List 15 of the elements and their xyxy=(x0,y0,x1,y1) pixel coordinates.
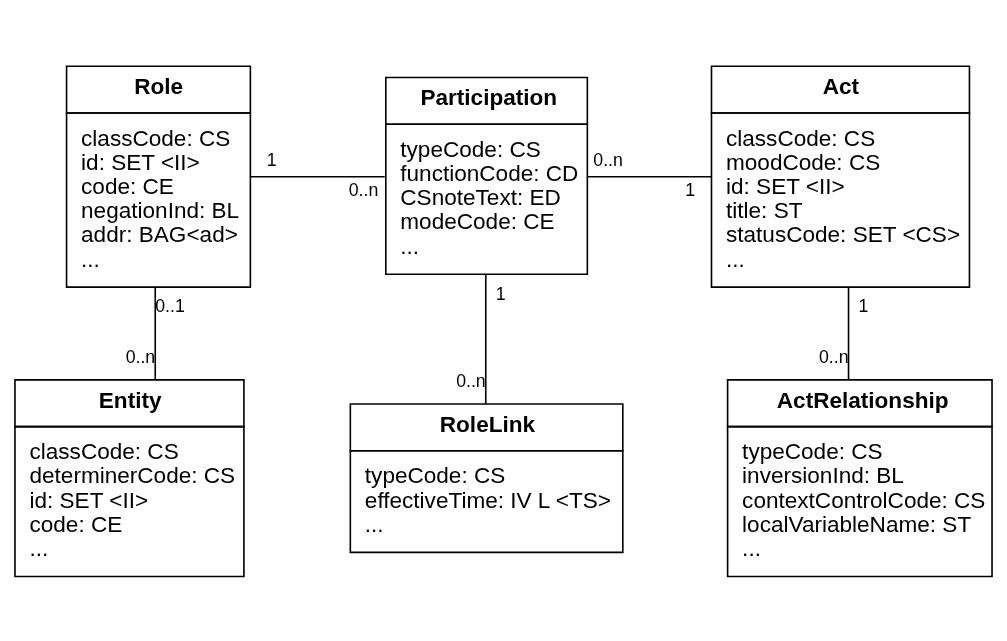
label: 1 xyxy=(858,295,869,316)
label: 0..1 xyxy=(155,295,185,316)
connector xyxy=(484,273,487,405)
label: 0..n xyxy=(818,346,849,367)
label: 1 xyxy=(685,179,696,200)
connector xyxy=(847,285,850,380)
label: 0..n xyxy=(456,370,486,391)
label: 1 xyxy=(495,283,506,304)
connector xyxy=(586,175,713,177)
label: 0..n xyxy=(348,179,379,200)
connector xyxy=(249,175,386,177)
label: 0..n xyxy=(593,149,623,170)
label: 1 xyxy=(266,149,277,170)
label: 0..n xyxy=(125,346,156,367)
connector xyxy=(154,285,157,380)
